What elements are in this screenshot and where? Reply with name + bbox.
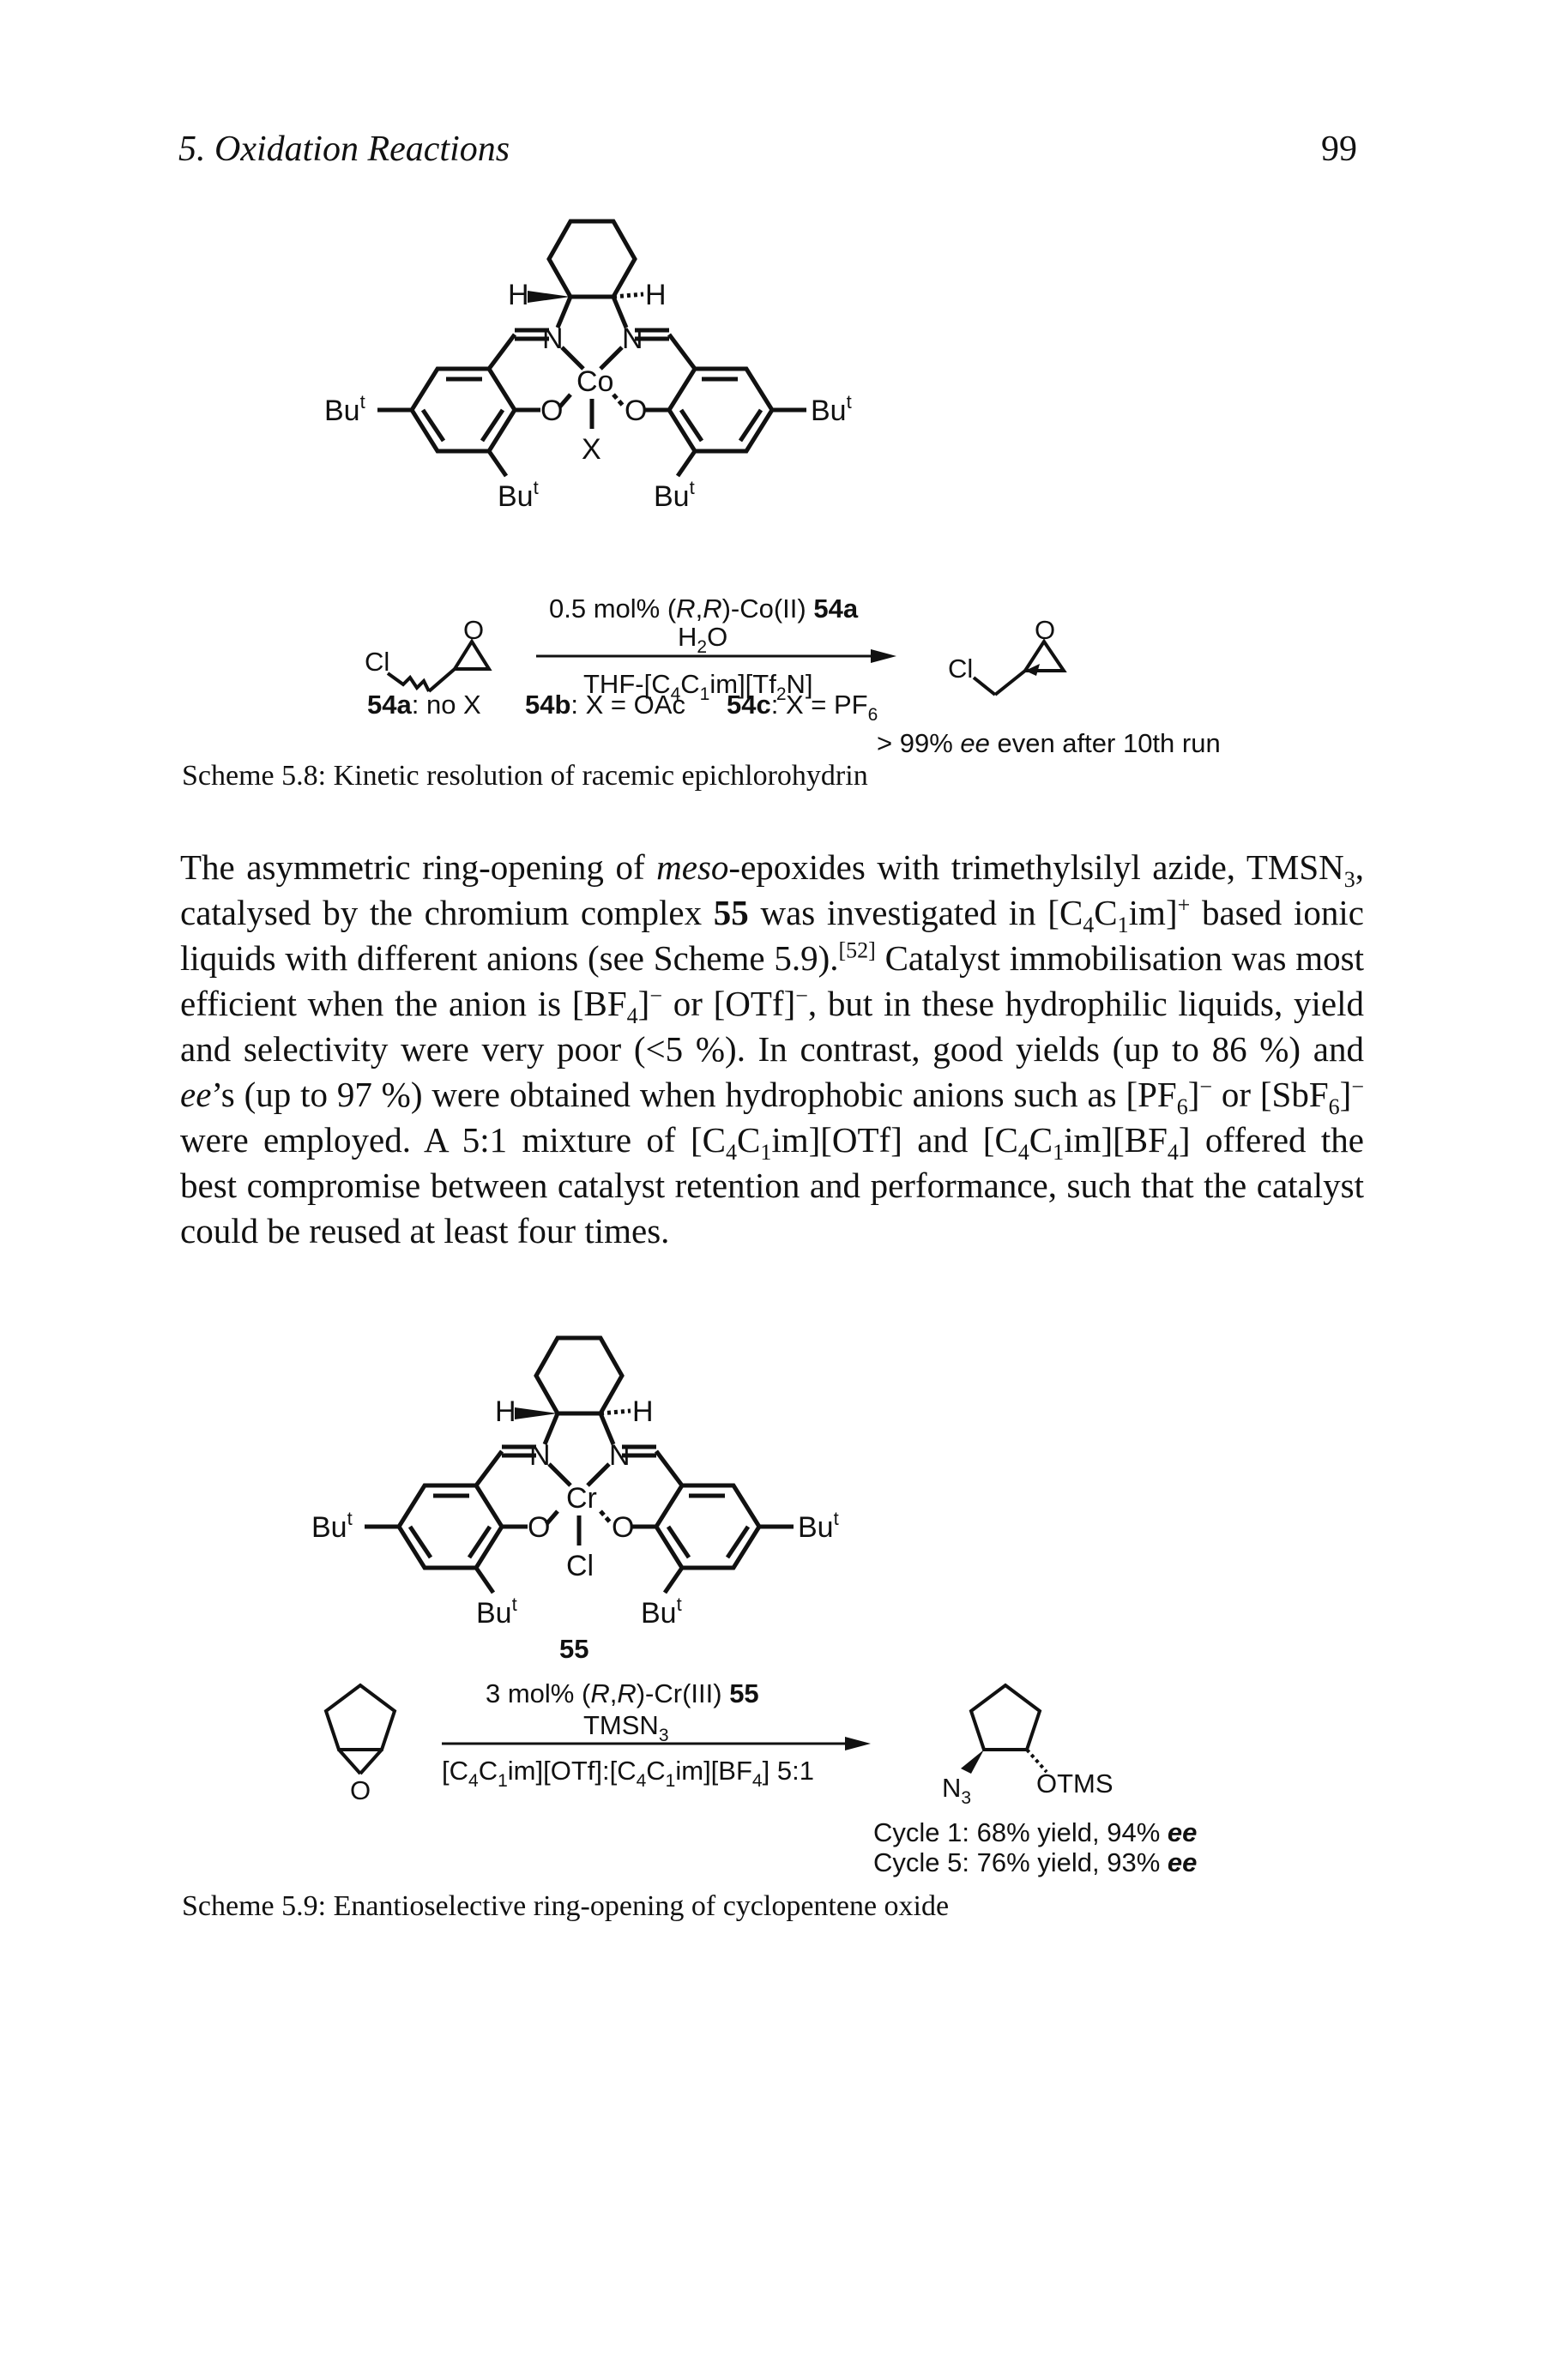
epoxide-ring-right xyxy=(1022,638,1067,672)
label-but-bottom-right: But xyxy=(654,477,695,513)
citation-52[interactable]: [52] xyxy=(838,937,876,963)
label-o-left: O xyxy=(540,395,563,427)
cl-left-label: Cl xyxy=(365,647,389,677)
salen-cr-complex xyxy=(365,1335,794,1594)
cycle-1-result: Cycle 1: 68% yield, 94% ee xyxy=(873,1817,1197,1847)
label-axial-x: X xyxy=(582,433,601,466)
cycle-5-result: Cycle 5: 76% yield, 93% ee xyxy=(873,1847,1197,1877)
label-o-right: O xyxy=(625,395,647,427)
scheme-5-8-caption: Scheme 5.8: Kinetic resolution of racemi… xyxy=(182,760,868,792)
salen-co-labels: H H N N Co O O X But But But But xyxy=(324,279,852,513)
body-paragraph: The asymmetric ring-opening of meso-epox… xyxy=(180,847,1365,1250)
hash-bond-right xyxy=(613,292,644,299)
epoxide-o-left: O xyxy=(463,615,484,645)
n3-label: N3 xyxy=(942,1773,971,1808)
label-o-left-2: O xyxy=(528,1511,550,1544)
enantiopure-epichlorohydrin xyxy=(972,638,1067,696)
label-but-left-2: But xyxy=(311,1508,353,1544)
label-axial-cl: Cl xyxy=(566,1550,594,1582)
label-n-right: N xyxy=(622,322,643,355)
scheme-5-8: H H N N Co O O X But But But But 54a: no… xyxy=(182,219,1221,792)
page-number: 99 xyxy=(1321,130,1357,169)
conditions-solvent-2: [C4C1im][OTf]:[C4C1im][BF4] 5:1 xyxy=(442,1756,814,1791)
label-but-right-2: But xyxy=(798,1508,839,1544)
wedge-bond-left xyxy=(528,291,570,303)
conditions-catalyst-2: 3 mol% (R,R)-Cr(III) 55 xyxy=(486,1678,759,1708)
scheme-5-9-caption: Scheme 5.9: Enantioselective ring-openin… xyxy=(182,1890,950,1922)
label-but-bottom-left: But xyxy=(498,477,539,513)
conditions-solvent: THF-[C4C1im][Tf2N] xyxy=(583,669,813,704)
conditions-catalyst: 0.5 mol% (R,R)-Co(II) 54a xyxy=(549,593,859,624)
epoxide-o-right: O xyxy=(1035,615,1055,645)
cyclohexane-ring-2 xyxy=(534,1335,625,1416)
label-metal-cr: Cr xyxy=(566,1482,597,1515)
label-metal-co: Co xyxy=(576,365,613,398)
scheme-5-9: H H N N Cr O O Cl But But But But 55 O 3… xyxy=(311,1335,1197,1877)
compound-55-label: 55 xyxy=(559,1634,588,1664)
label-but-bottom-left-2: But xyxy=(476,1594,517,1630)
result-ee: > 99% ee even after 10th run xyxy=(877,728,1221,758)
label-h-left: H xyxy=(508,279,529,311)
label-h-left-2: H xyxy=(495,1395,516,1428)
salen-cr-labels: H H N N Cr O O Cl But But But But 55 xyxy=(311,1395,839,1664)
wedge-bond-left-2 xyxy=(515,1407,558,1419)
variant-54a: 54a: no X xyxy=(367,690,481,720)
salen-co-complex xyxy=(377,219,806,478)
cyclopentane-ring-sm xyxy=(323,1683,397,1751)
arrowhead-2 xyxy=(845,1737,871,1750)
variant-labels: 54a: no X 54b: X = OAc 54c: X = PF6 xyxy=(367,690,878,725)
label-n-right-2: N xyxy=(609,1439,631,1472)
label-but-bottom-right-2: But xyxy=(641,1594,682,1630)
cyclopentane-ring-product xyxy=(969,1683,1042,1751)
wavy-bond xyxy=(386,672,431,692)
variant-54b: 54b: X = OAc xyxy=(525,690,685,720)
epoxide-o-label-2: O xyxy=(350,1775,371,1805)
wedge-bond-product xyxy=(1025,664,1040,676)
label-n-left: N xyxy=(542,322,564,355)
arrowhead-1 xyxy=(871,649,896,663)
cl-right-label: Cl xyxy=(948,654,973,684)
label-but-left: But xyxy=(324,391,365,427)
conditions-reagent-2: TMSN3 xyxy=(583,1710,669,1745)
label-but-right: But xyxy=(811,391,852,427)
cyclohexane-ring xyxy=(546,219,637,299)
hash-bond-otms xyxy=(1025,1748,1048,1774)
cyclopentene-oxide xyxy=(323,1683,397,1775)
label-h-right-2: H xyxy=(632,1395,654,1428)
product-azido-silylether xyxy=(961,1683,1048,1774)
wedge-bond-n3 xyxy=(961,1750,984,1774)
label-h-right: H xyxy=(645,279,667,311)
otms-label: OTMS xyxy=(1036,1768,1113,1799)
racemic-epichlorohydrin xyxy=(386,638,492,693)
chapter-title: 5. Oxidation Reactions xyxy=(178,130,510,169)
label-n-left-2: N xyxy=(529,1439,551,1472)
label-o-right-2: O xyxy=(612,1511,634,1544)
epoxide-ring-left xyxy=(451,638,492,671)
variant-54c: 54c: X = PF6 xyxy=(727,690,878,725)
conditions-water: H2O xyxy=(678,622,727,657)
hash-bond-right-2 xyxy=(600,1408,631,1416)
